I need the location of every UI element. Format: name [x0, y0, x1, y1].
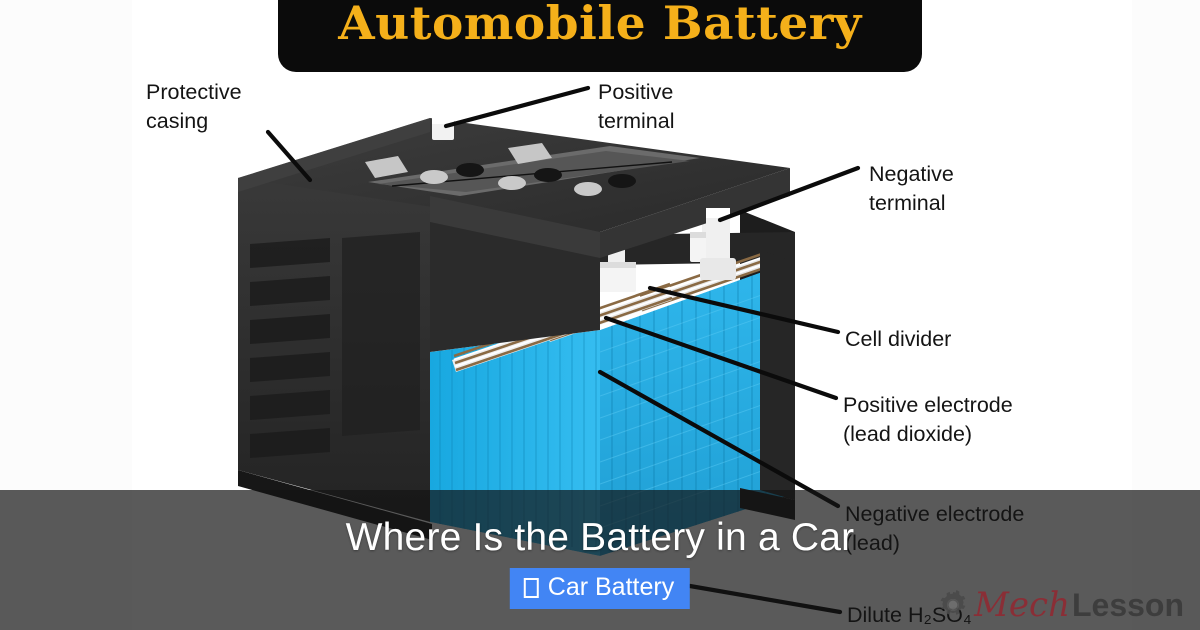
- site-watermark: Mech Lesson: [936, 588, 1184, 622]
- top-sticker-right: [508, 143, 552, 164]
- category-badge[interactable]: Car Battery: [509, 568, 691, 609]
- callout-positive-terminal: Positive terminal: [598, 80, 675, 133]
- top-sticker-left: [365, 156, 408, 178]
- leader-negative-electrode: [597, 369, 841, 509]
- case-top-inner-lip: [430, 196, 600, 258]
- leader-cell-divider: [647, 285, 841, 335]
- case-top-bevel: [238, 118, 430, 192]
- gear-icon: [940, 590, 966, 615]
- leader-positive-terminal: [443, 85, 591, 129]
- illustration-title-plaque: Automobile Battery: [278, 0, 922, 72]
- case-left-panel: [342, 232, 420, 436]
- tofu-box-icon: [523, 577, 539, 598]
- callout-protective-casing: Protective casing: [146, 80, 242, 133]
- callout-positive-electrode: Positive electrode (lead dioxide): [843, 393, 1013, 446]
- watermark-brand-primary: Mech: [974, 585, 1070, 625]
- case-ribs: [250, 238, 330, 458]
- case-front-right-edge: [760, 250, 795, 500]
- watermark-brand-secondary: Lesson: [1071, 587, 1184, 623]
- vent-rail: [368, 146, 700, 196]
- negative-terminal-post: [700, 208, 736, 280]
- page-title: Where Is the Battery in a Car: [345, 516, 855, 559]
- category-badge-label: Car Battery: [547, 573, 675, 601]
- leader-positive-electrode: [603, 315, 839, 401]
- leader-protective-casing: [265, 129, 313, 183]
- positive-terminal-post: [432, 116, 454, 140]
- illustration-title: Automobile Battery: [338, 0, 862, 50]
- callout-cell-divider: Cell divider: [845, 327, 952, 351]
- callout-negative-terminal: Negative terminal: [869, 162, 954, 215]
- leader-negative-terminal: [717, 165, 861, 223]
- case-top-inner-shelf: [600, 168, 790, 258]
